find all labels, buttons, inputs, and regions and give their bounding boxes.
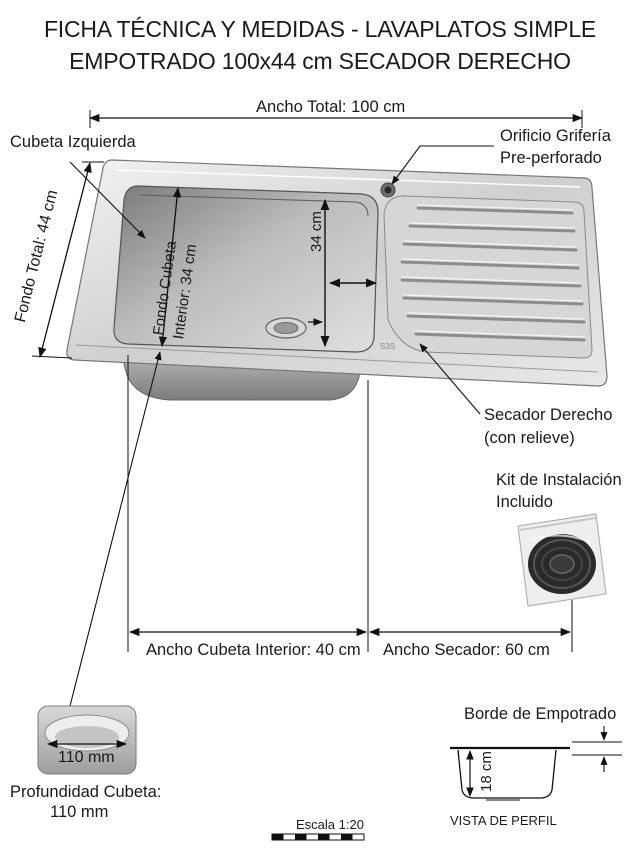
drainer-width-label: Ancho Secador: 60 cm [383, 641, 550, 659]
title-line-1: FICHA TÉCNICA Y MEDIDAS - LAVAPLATOS SIM… [43, 16, 597, 42]
total-depth-line [38, 161, 92, 359]
bowl-depth-leader [69, 351, 162, 707]
basin-interior-width-label: Ancho Cubeta Interior: 40 cm [146, 641, 361, 659]
title-line-2: EMPOTRADO 100x44 cm SECADOR DERECHO [69, 48, 571, 74]
mount-edge-label: Borde de Empotrado [464, 705, 617, 723]
faucet-hole-label-1: Orificio Grifería [500, 127, 611, 145]
basin-height-label: 34 cm [308, 211, 325, 252]
installation-kit-image [517, 513, 607, 607]
bowl-depth-label-1: Profundidad Cubeta: [10, 783, 162, 801]
scale-label: Escala 1:20 [296, 817, 364, 832]
bowl-depth-label-2: 110 mm [50, 803, 109, 821]
left-basin-leader [69, 161, 146, 239]
basin-interior-depth-line [158, 186, 182, 348]
scale-bar [271, 833, 365, 841]
left-basin-label: Cubeta Izquierda [10, 133, 136, 151]
embossed-mark: S3S [380, 342, 395, 351]
drainer-label-1: Secador Derecho [484, 406, 613, 424]
drainer-leader [419, 343, 481, 415]
profile-height-label: 18 cm [478, 751, 495, 792]
profile-view-drawing [450, 726, 622, 801]
kit-label-2: Incluido [496, 493, 553, 511]
bowl-depth-badge-value: 110 mm [58, 749, 115, 766]
profile-view-label: VISTA DE PERFIL [450, 813, 557, 828]
bowl-depth-badge [37, 705, 137, 775]
total-width-label: Ancho Total: 100 cm [256, 98, 406, 116]
faucet-hole-leader [391, 145, 494, 185]
drainer-ribs [400, 206, 586, 342]
faucet-hole-label-2: Pre-perforado [500, 149, 602, 167]
drainer-label-2: (con relieve) [484, 429, 575, 447]
kit-label-1: Kit de Instalación [496, 471, 622, 489]
